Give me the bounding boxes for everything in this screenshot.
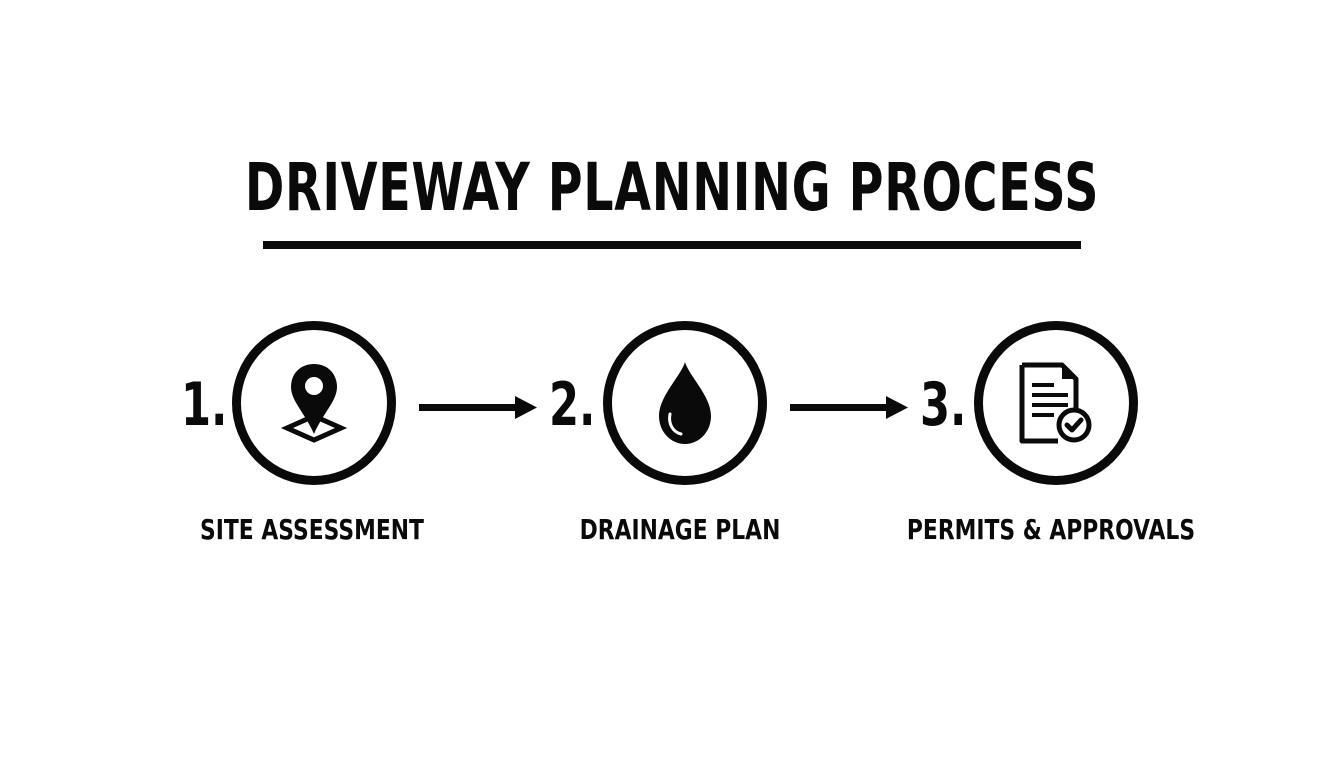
arrow-right-icon: [790, 396, 908, 419]
step-2-number: 2.: [549, 370, 596, 440]
diagram-title: DRIVEWAY PLANNING PROCESS: [244, 149, 1100, 226]
step-1-label: SITE ASSESSMENT: [200, 513, 424, 546]
arrow-right-icon: [419, 396, 537, 419]
step-2-label: DRAINAGE PLAN: [579, 513, 781, 546]
step-1-number: 1.: [181, 370, 228, 440]
step-3-label: PERMITS & APPROVALS: [906, 513, 1196, 546]
step-3-number: 3.: [920, 370, 967, 440]
water-drop-icon: [659, 362, 711, 444]
step-3-circle: [974, 321, 1138, 485]
step-2-circle: [603, 321, 767, 485]
title-underline: [263, 241, 1081, 249]
map-pin-icon: [280, 364, 348, 443]
step-1-circle: [232, 321, 396, 485]
document-check-icon: [1019, 362, 1092, 444]
